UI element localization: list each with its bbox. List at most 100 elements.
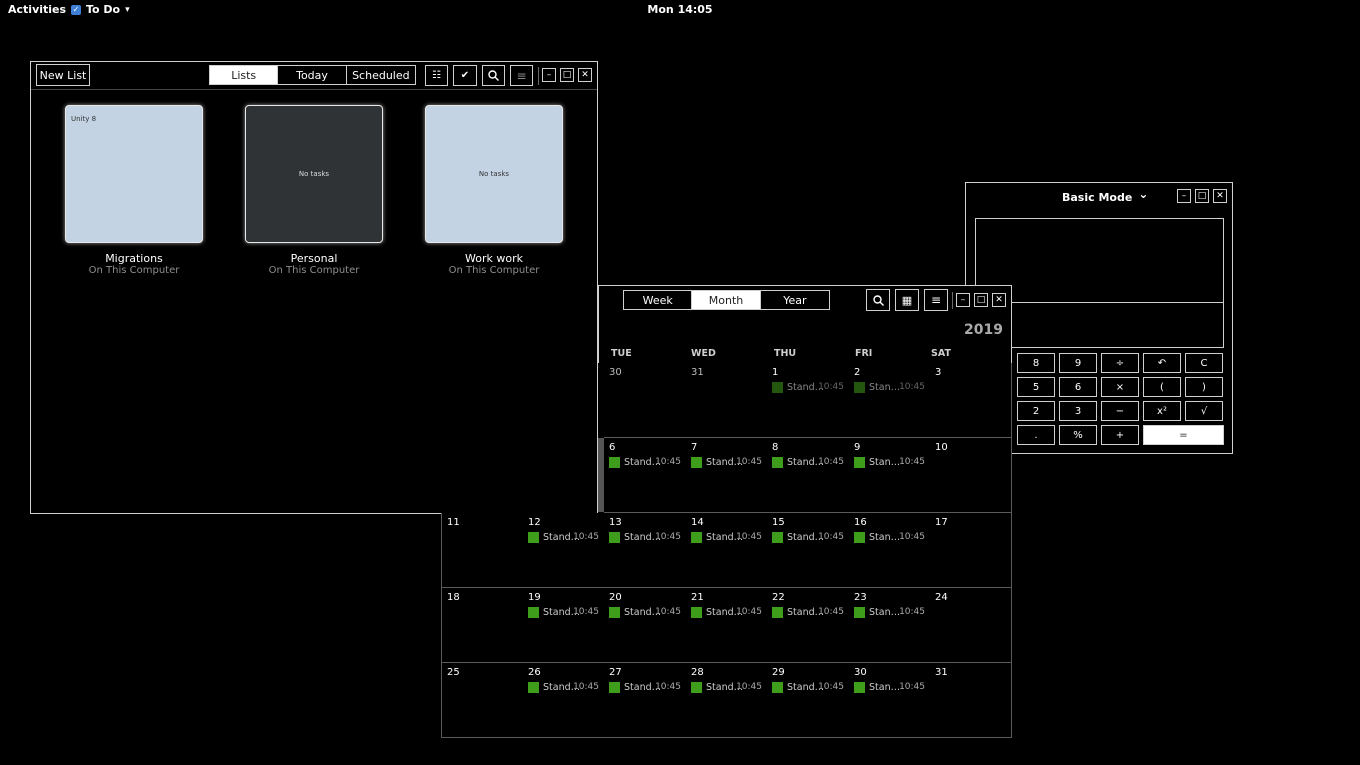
minimize-button[interactable]: –: [542, 68, 556, 82]
tab-scheduled[interactable]: Scheduled: [352, 68, 410, 82]
calc-key[interactable]: ÷: [1101, 353, 1139, 373]
calc-display[interactable]: [975, 218, 1224, 348]
selection-mode-button[interactable]: ✔: [453, 65, 477, 86]
calc-key[interactable]: ×: [1101, 377, 1139, 397]
day-cell[interactable]: 17: [930, 513, 1012, 588]
calc-key[interactable]: 6: [1059, 377, 1097, 397]
event-chip[interactable]: Stand…10:45: [772, 456, 844, 468]
list-card-personal[interactable]: No tasks: [245, 105, 383, 243]
minimize-button[interactable]: –: [1177, 189, 1191, 203]
list-card-migrations[interactable]: Unity 8: [65, 105, 203, 243]
calc-key[interactable]: −: [1101, 401, 1139, 421]
maximize-button[interactable]: □: [560, 68, 574, 82]
calc-key[interactable]: C: [1185, 353, 1223, 373]
calc-key[interactable]: .: [1017, 425, 1055, 445]
maximize-button[interactable]: □: [974, 293, 988, 307]
event-chip[interactable]: Stand…10:45: [691, 606, 762, 618]
event-chip[interactable]: Stan…10:45: [854, 456, 925, 468]
list-card-work-work[interactable]: No tasks: [425, 105, 563, 243]
event-chip[interactable]: Stan…10:45: [854, 381, 925, 393]
tab-year[interactable]: Year: [783, 293, 807, 307]
event-chip[interactable]: Stand…10:45: [528, 606, 599, 618]
event-chip[interactable]: Stand…10:45: [691, 531, 762, 543]
menu-button[interactable]: ≡: [510, 65, 533, 86]
tab-today[interactable]: Today: [278, 66, 347, 84]
event-chip[interactable]: Stand…10:45: [609, 606, 681, 618]
app-menu[interactable]: ✓ To Do ▾: [71, 3, 130, 16]
event-chip[interactable]: Stand…10:45: [609, 531, 681, 543]
event-chip[interactable]: Stan…10:45: [854, 606, 925, 618]
event-chip[interactable]: Stand…10:45: [772, 606, 844, 618]
day-cell[interactable]: 10: [930, 438, 1012, 513]
calc-key[interactable]: ↶: [1143, 353, 1181, 373]
day-cell[interactable]: 18: [441, 588, 524, 663]
calc-key[interactable]: 5: [1017, 377, 1055, 397]
event-chip[interactable]: Stand…10:45: [691, 681, 762, 693]
minimize-button[interactable]: –: [956, 293, 970, 307]
maximize-button[interactable]: □: [1195, 189, 1209, 203]
event-chip[interactable]: Stand…10:45: [528, 681, 599, 693]
search-button[interactable]: [866, 289, 890, 311]
event-chip[interactable]: Stand…10:45: [528, 531, 599, 543]
tab-month[interactable]: Month: [692, 291, 761, 309]
calc-key[interactable]: (: [1143, 377, 1181, 397]
calc-key[interactable]: x²: [1143, 401, 1181, 421]
day-cell[interactable]: 31: [930, 663, 1012, 738]
day-cell[interactable]: 31: [686, 363, 768, 438]
calc-key[interactable]: √: [1185, 401, 1223, 421]
view-toggle-button[interactable]: ☷: [425, 65, 448, 86]
menu-button[interactable]: ≡: [924, 289, 948, 311]
tab-week[interactable]: Week: [624, 291, 693, 309]
event-chip[interactable]: Stan…10:45: [854, 531, 925, 543]
scrollbar[interactable]: [598, 438, 604, 512]
tab-lists[interactable]: Lists: [210, 66, 279, 84]
calc-key[interactable]: 2: [1017, 401, 1055, 421]
event-chip[interactable]: Stan…10:45: [854, 681, 925, 693]
equals-button[interactable]: =: [1143, 425, 1224, 445]
event-chip[interactable]: Stand…10:45: [609, 456, 681, 468]
close-button[interactable]: ✕: [1213, 189, 1227, 203]
day-cell[interactable]: 30: [604, 363, 687, 438]
calc-key[interactable]: 8: [1017, 353, 1055, 373]
day-cell[interactable]: 3: [930, 363, 1012, 438]
day-cell[interactable]: 25: [441, 663, 524, 738]
event-chip[interactable]: Stand…10:45: [609, 681, 681, 693]
event-chip[interactable]: Stand…10:45: [772, 681, 844, 693]
close-button[interactable]: ✕: [578, 68, 592, 82]
event-chip[interactable]: Stand…10:45: [691, 456, 762, 468]
search-button[interactable]: [482, 65, 505, 86]
day-cell[interactable]: 11: [441, 513, 524, 588]
calc-key[interactable]: ): [1185, 377, 1223, 397]
day-cell[interactable]: 24: [930, 588, 1012, 663]
calc-key[interactable]: 9: [1059, 353, 1097, 373]
event-chip[interactable]: Stand…10:45: [772, 531, 844, 543]
calendar-list-button[interactable]: ▦: [895, 289, 919, 311]
activities-button[interactable]: Activities: [8, 3, 67, 16]
calc-key[interactable]: +: [1101, 425, 1139, 445]
calc-key[interactable]: 3: [1059, 401, 1097, 421]
event-chip[interactable]: Stand…10:45: [772, 381, 844, 393]
clock[interactable]: Mon 14:05: [647, 3, 713, 16]
new-list-button[interactable]: New List: [36, 64, 90, 86]
mode-selector[interactable]: Basic Mode ⌄: [1062, 187, 1148, 205]
